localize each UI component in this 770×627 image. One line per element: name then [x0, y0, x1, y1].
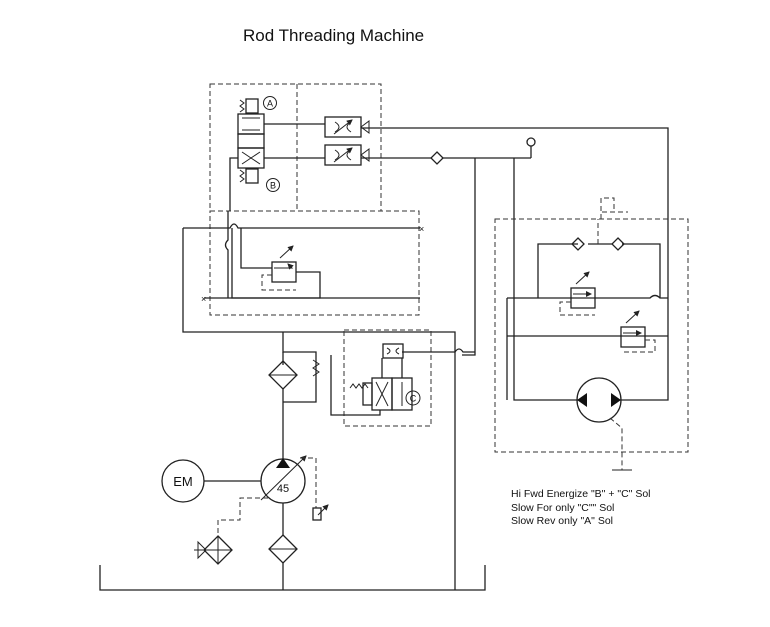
- port-markers: × ×: [201, 224, 424, 304]
- check-valve-icon: [430, 151, 444, 165]
- operation-notes: Hi Fwd Energize "B" + "C" Sol Slow For o…: [511, 488, 651, 529]
- solenoid-c-marker: [405, 390, 421, 406]
- flow-control-pair: [324, 116, 370, 166]
- electric-motor: EM: [161, 459, 261, 503]
- solenoid-b-marker: [266, 178, 280, 192]
- relief-valve-upper: [231, 228, 321, 299]
- heat-exchanger: [194, 535, 233, 565]
- note-slow-for: Slow For only "C"" Sol: [511, 501, 615, 514]
- valve-c-block: C: [330, 329, 475, 427]
- solenoid-a-label: A: [267, 99, 273, 109]
- svg-text:×: ×: [419, 224, 424, 234]
- note-slow-rev: Slow Rev only "A" Sol: [511, 515, 613, 527]
- reservoir: [99, 565, 486, 591]
- motor-label: EM: [173, 474, 193, 489]
- solenoid-c-label: C: [410, 394, 417, 404]
- gauge-icon: [526, 137, 536, 147]
- pump-circuit: 45: [217, 332, 329, 590]
- solenoid-b-label: B: [270, 181, 276, 191]
- diagram-title: Rod Threading Machine: [243, 26, 425, 45]
- upper-valve-block: [209, 83, 420, 316]
- solenoid-a-marker: [263, 96, 277, 110]
- main-lines: [264, 123, 669, 401]
- motor-block: [494, 197, 689, 471]
- directional-valve-ab: A B: [237, 96, 280, 192]
- svg-text:×: ×: [201, 294, 206, 304]
- note-hi-fwd: Hi Fwd Energize "B" + "C" Sol: [511, 488, 651, 500]
- pressure-supply: [182, 157, 456, 590]
- pump-displacement: 45: [277, 483, 289, 495]
